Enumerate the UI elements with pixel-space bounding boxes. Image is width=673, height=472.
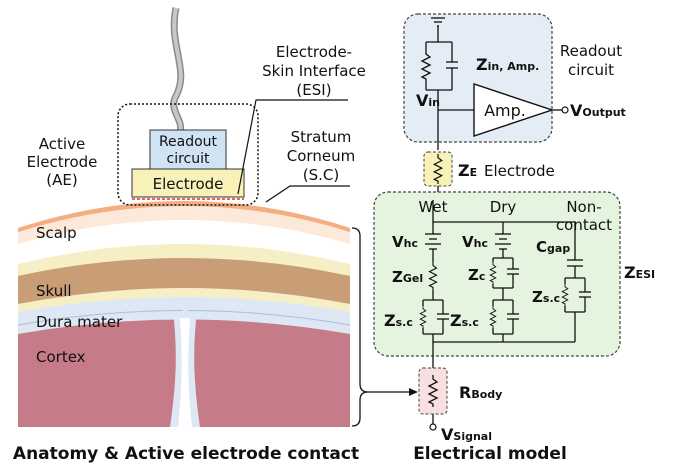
wet-z-sc-label: Zs.c: [384, 311, 413, 330]
v-output-label: VOutput: [570, 101, 626, 120]
signal-terminal: [429, 423, 437, 431]
r-body-label: RBody: [459, 383, 502, 402]
active-electrode-label-3: (AE): [46, 171, 77, 189]
noncontact-branch: [561, 236, 591, 342]
dura-mater-label: Dura mater: [36, 313, 123, 331]
stratum-label-1: Stratum: [291, 128, 352, 146]
z-in-amp-label: Zin, Amp.: [476, 55, 539, 74]
output-terminal: [561, 106, 569, 114]
anatomy-caption: Anatomy & Active electrode contact: [13, 444, 359, 464]
stratum-pointer: [265, 185, 350, 203]
r-body-box: [418, 367, 448, 415]
dry-branch: [489, 222, 519, 342]
dry-vhc-label: Vhc: [462, 233, 488, 251]
z-c-label: Zc: [468, 266, 485, 284]
dry-z-sc-label: Zs.c: [450, 311, 479, 330]
noncontact-label-1: Non-: [566, 198, 601, 216]
readout-panel-label-1: Readout: [560, 42, 622, 60]
active-electrode-outline: [117, 103, 259, 206]
c-gap-label: Cgap: [536, 238, 570, 256]
dry-label: Dry: [490, 198, 517, 216]
wet-vhc-label: Vhc: [392, 233, 418, 251]
esi-label-3: (ESI): [296, 81, 331, 99]
z-e-box: [423, 151, 453, 187]
stratum-label-2: Corneum: [287, 147, 355, 165]
wet-branch: [419, 222, 449, 342]
ground-symbol: [431, 17, 445, 42]
z-gel-label: ZGel: [392, 268, 423, 286]
electrical-model-caption: Electrical model: [413, 444, 567, 464]
esi-label-2: Skin Interface: [262, 62, 366, 80]
scalp-label: Scalp: [36, 224, 77, 242]
skull-label: Skull: [36, 282, 72, 300]
active-electrode-label-2: Electrode: [27, 153, 98, 171]
noncontact-z-sc-label: Zs.c: [532, 288, 560, 306]
electrode-label: Electrode: [153, 175, 224, 193]
readout-panel-label-2: circuit: [568, 61, 614, 79]
active-electrode-label-1: Active: [39, 135, 85, 153]
electrode-box: [131, 168, 245, 198]
electrode-model-label: Electrode: [484, 162, 555, 180]
esi-pointer: [237, 99, 348, 195]
z-e-label: ZE: [458, 161, 477, 180]
cortex-label: Cortex: [36, 348, 86, 366]
dura-falx: [178, 318, 192, 427]
bracket-arrow: [409, 388, 418, 396]
body-bracket: [351, 227, 369, 427]
amp-label: Amp.: [484, 101, 526, 120]
readout-label-line1: Readout: [159, 134, 218, 150]
amplifier-symbol: [473, 83, 555, 137]
esi-panel: [373, 191, 621, 357]
anatomy-section: [18, 201, 350, 427]
z-esi-label: ZESI: [624, 263, 655, 282]
noncontact-label-2: contact: [556, 216, 612, 234]
esi-label-1: Electrode-: [276, 43, 352, 61]
v-signal-label: VSignal: [441, 425, 492, 444]
readout-label-line2: circuit: [167, 151, 210, 167]
z-in-amp-component: [421, 41, 458, 150]
v-in-label: Vin: [416, 91, 440, 110]
stratum-label-3: (S.C): [303, 166, 339, 184]
